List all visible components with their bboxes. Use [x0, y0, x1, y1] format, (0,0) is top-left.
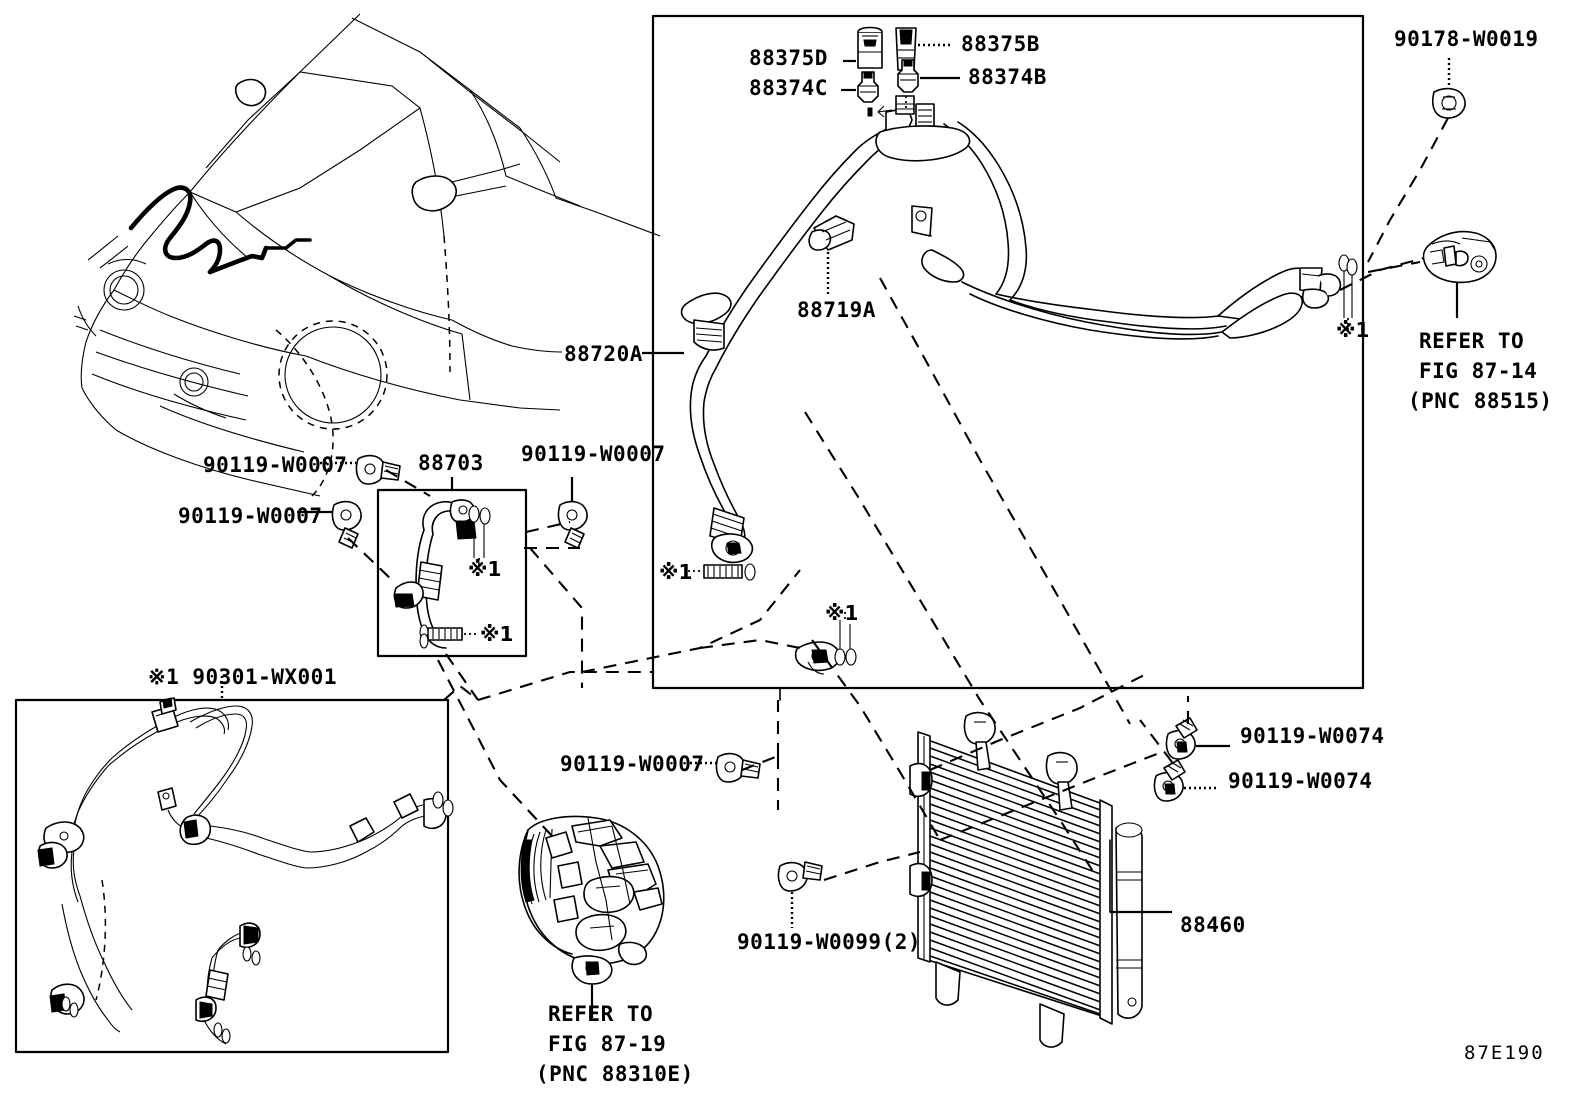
bolt-90119-W0074-lower: [1153, 759, 1186, 802]
mark-asterisk-1-d: ※1: [825, 601, 859, 625]
vehicle-outline-illustration: [73, 13, 661, 497]
mark-asterisk-1-e: ※1: [1336, 318, 1370, 342]
label-88375D: 88375D: [749, 46, 828, 70]
hose-88703-illustration: [393, 499, 491, 649]
label-90119-W0074-b: 90119-W0074: [1228, 769, 1373, 793]
dash-to-87-14: [1367, 260, 1421, 274]
top-small-parts: [857, 26, 919, 118]
bolt-90119-W0007-top-left: [355, 454, 401, 485]
bolt-90119-W0074-upper: [1165, 717, 1198, 760]
condenser-88460-illustration: [909, 711, 1143, 1048]
ac-pipe-assembly: [680, 95, 1358, 675]
mark-asterisk-1-b: ※1: [480, 622, 514, 646]
label-90119-W0099: 90119-W0099(2): [737, 930, 922, 954]
refer-87-19-line3: (PNC 88310E): [536, 1062, 694, 1086]
refer-87-14-line3: (PNC 88515): [1408, 389, 1553, 413]
main-detail-box: [651, 14, 1365, 690]
label-88460: 88460: [1180, 913, 1246, 937]
label-88719A: 88719A: [797, 298, 876, 322]
label-88375B: 88375B: [961, 32, 1040, 56]
label-90119-W0007-b: 90119-W0007: [521, 442, 666, 466]
mark-asterisk-1-a: ※1: [468, 557, 502, 581]
assembly-dashed-links: [347, 117, 1449, 881]
refer-87-14-line2: FIG 87-14: [1419, 359, 1538, 383]
nut-90178-W0019: [1432, 87, 1466, 119]
label-90178-W0019: 90178-W0019: [1394, 27, 1539, 51]
refer-87-19-line1: REFER TO: [548, 1002, 654, 1026]
label-88720A: 88720A: [564, 342, 643, 366]
label-90119-W0007-a: 90119-W0007: [203, 453, 348, 477]
label-90119-W0007-c: 90119-W0007: [178, 504, 323, 528]
bolt-90119-W0007-mid-left: [331, 500, 362, 549]
refer-87-14-part-illustration: [1422, 230, 1497, 284]
label-88374C: 88374C: [749, 76, 828, 100]
inset-box-overview: [14, 698, 450, 1054]
label-90119-W0007-d: 90119-W0007: [560, 752, 705, 776]
bolt-90119-W0007-bottom: [715, 752, 761, 783]
figure-code: 87E190: [1464, 1042, 1545, 1064]
label-88703: 88703: [418, 451, 484, 475]
refer-87-14-line1: REFER TO: [1419, 329, 1525, 353]
compressor-illustration: [518, 815, 665, 985]
bolt-90119-W0007-right-of-88703: [557, 500, 588, 549]
label-90301-WX001: ※1 90301-WX001: [148, 665, 337, 689]
label-88374B: 88374B: [968, 65, 1047, 89]
inset-line-assembly-illustration: [37, 697, 454, 1045]
label-90119-W0074-a: 90119-W0074: [1240, 724, 1385, 748]
bolt-90119-W0099: [777, 861, 823, 892]
refer-87-19-line2: FIG 87-19: [548, 1032, 667, 1056]
mark-asterisk-1-c: ※1: [659, 560, 693, 584]
